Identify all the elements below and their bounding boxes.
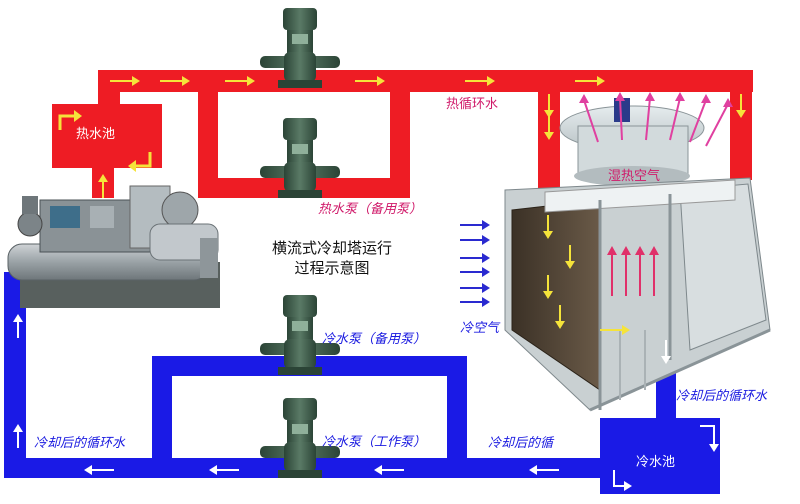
chiller-unit-icon <box>7 185 220 308</box>
rising-air-arrow-icon <box>635 246 645 296</box>
flow-arrow-icon <box>98 174 108 198</box>
flow-arrow-icon <box>736 94 746 118</box>
diagram-title: 横流式冷却塔运行 过程示意图 <box>252 238 412 278</box>
flow-arrow-icon <box>565 245 575 269</box>
cooled-water-right-label: 冷却后的循环水 <box>676 389 768 404</box>
title-line-2: 过程示意图 <box>294 259 370 277</box>
flow-arrow-icon <box>555 305 565 329</box>
cooled-water-left-label: 冷却后的循环水 <box>34 436 126 451</box>
pump-icon <box>260 8 340 88</box>
cold-pool-arrow-icon <box>613 425 719 491</box>
rising-air-arrow-icon <box>649 246 659 296</box>
humid-air-arrow-icon <box>705 98 733 147</box>
pump-icon <box>260 118 340 198</box>
cold-pump-work-label: 冷水泵（工作泵） <box>322 435 427 450</box>
flow-arrow-icon <box>13 314 23 338</box>
cold-pump-backup-label: 冷水泵（备用泵） <box>322 332 427 347</box>
cold-pool-label: 冷水池 <box>636 455 676 470</box>
hot-cycle-water-label: 热循环水 <box>446 97 499 112</box>
title-line-1: 横流式冷却塔运行 <box>271 239 392 257</box>
cooling-tower-icon <box>504 98 771 412</box>
flow-arrow-icon <box>544 94 554 118</box>
flow-arrow-icon <box>84 465 114 475</box>
cooled-water-mid-label: 冷却后的循 <box>488 436 554 451</box>
flow-arrow-icon <box>543 215 553 239</box>
flow-arrow-icon <box>661 340 671 364</box>
flow-arrow-icon <box>460 235 490 245</box>
flow-arrow-icon <box>110 76 140 86</box>
flow-arrow-icon <box>209 465 239 475</box>
flow-arrow-icon <box>460 267 490 277</box>
hot-pump-label: 热水泵（备用泵） <box>318 202 423 217</box>
pump-icon <box>260 398 340 478</box>
flow-arrow-icon <box>460 253 490 263</box>
pump-group <box>260 8 340 478</box>
flow-arrow-icon <box>460 297 490 307</box>
rising-air-arrow-icon <box>607 246 617 296</box>
flow-arrow-icon <box>355 76 385 86</box>
humid-air-arrow-icon <box>689 94 711 143</box>
hot-pool-arrow-icon <box>58 110 152 172</box>
flow-arrow-icon <box>13 424 23 448</box>
hot-water-loop <box>92 70 753 200</box>
flow-arrow-icon <box>529 465 559 475</box>
humid-hot-air-label: 湿热空气 <box>608 169 661 184</box>
rising-air-arrow-icon <box>621 246 631 296</box>
flow-arrow-icon <box>460 283 490 293</box>
flow-arrow-icon <box>460 220 490 230</box>
pump-icon <box>260 295 340 375</box>
cold-pool-box <box>600 418 720 494</box>
flow-arrow-icon <box>465 76 495 86</box>
hot-pool-label: 热水池 <box>76 127 116 142</box>
flow-arrow-icon <box>600 325 630 335</box>
flow-arrow-icon <box>374 465 404 475</box>
cold-air-label: 冷空气 <box>460 321 500 336</box>
humid-air-arrow-icon <box>645 92 655 141</box>
flow-arrow-icon <box>543 275 553 299</box>
flow-arrow-icon <box>544 116 554 140</box>
flow-arrow-icon <box>575 76 605 86</box>
flow-arrow-group <box>13 76 746 491</box>
flow-arrow-icon <box>160 76 190 86</box>
humid-air-arrow-icon <box>669 92 685 141</box>
humid-air-arrow-icon <box>615 92 625 141</box>
flow-arrow-icon <box>225 76 255 86</box>
humid-air-arrow-icon <box>579 94 599 143</box>
